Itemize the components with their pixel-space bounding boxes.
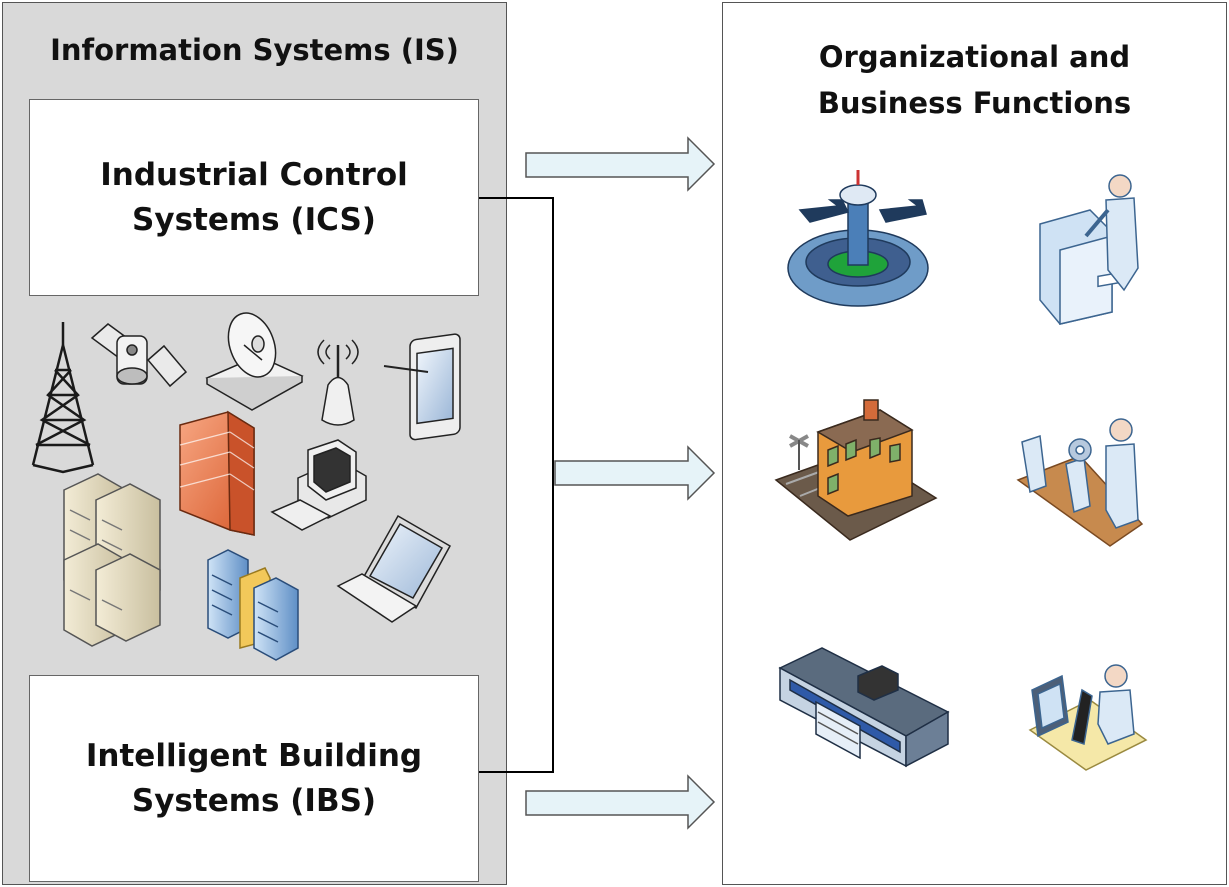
arrow-bottom: [525, 774, 716, 830]
database-server-icon: [207, 549, 299, 661]
train-station-icon: [774, 399, 938, 541]
connector-line: [479, 197, 554, 773]
desktop-computer-icon: [270, 439, 367, 531]
ics-box: Industrial Control Systems (ICS): [29, 99, 479, 296]
ibs-box: Intelligent Building Systems (IBS): [29, 675, 479, 882]
business-functions-title-line1: Organizational and: [818, 40, 1131, 74]
business-functions-title-line2: Business Functions: [817, 86, 1132, 120]
tablet-icon: [383, 333, 461, 441]
information-systems-title: Information Systems (IS): [50, 33, 459, 67]
lab-scientist-icon: [1028, 664, 1148, 771]
ics-label-line1: Industrial Control: [100, 156, 408, 193]
radio-tower-icon: [31, 322, 95, 474]
satellite-dish-icon: [205, 312, 304, 411]
assembly-line-worker-icon: [1016, 418, 1144, 547]
warehouse-icon: [778, 647, 950, 768]
firewall-icon: [179, 410, 255, 536]
printing-worker-icon: [1039, 174, 1139, 325]
server-rack-icon: [63, 473, 161, 647]
satellite-icon: [90, 323, 188, 388]
business-functions-title: Organizational and Business Functions: [722, 34, 1227, 126]
ibs-label-line1: Intelligent Building: [85, 737, 423, 774]
laptop-icon: [336, 514, 452, 623]
airport-tower-icon: [787, 170, 929, 307]
ibs-label-line2: Systems (IBS): [131, 782, 377, 819]
arrow-top: [525, 136, 716, 192]
ics-label-line2: Systems (ICS): [132, 201, 376, 238]
arrow-middle: [554, 445, 716, 501]
wireless-access-point-icon: [317, 339, 359, 426]
